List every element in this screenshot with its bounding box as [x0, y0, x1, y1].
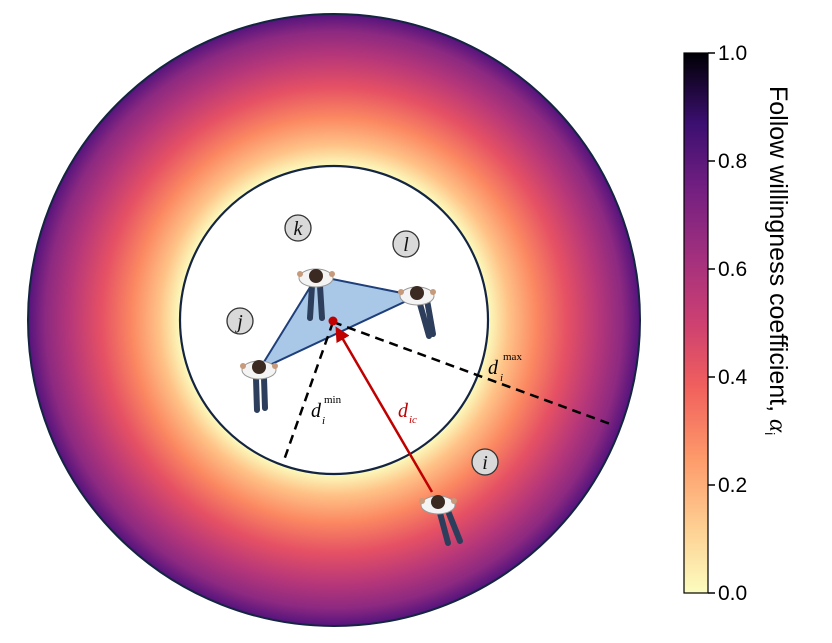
d-max-label: d i max	[488, 351, 522, 384]
colorbar-title-symbol-sub: i	[762, 432, 778, 435]
agent-label-l: l	[392, 230, 420, 258]
pedestrian-i-icon	[419, 495, 463, 546]
d-min-sub: i	[322, 415, 325, 427]
colorbar-title-text: Follow willingness coefficient,	[764, 86, 792, 419]
colorbar-title-symbol: α	[764, 419, 791, 433]
d-max-base: d	[488, 357, 499, 379]
colorbar-title: Follow willingness coefficient, αi	[762, 86, 792, 435]
agent-label-i: i	[471, 448, 499, 476]
d-min-label: d i min	[311, 394, 342, 427]
colorbar-gradient	[683, 52, 709, 594]
colorbar-tick-label: 0.2	[718, 474, 747, 497]
pedestrian-l-icon	[398, 286, 436, 339]
agent-i-text: i	[482, 452, 488, 474]
agent-k-text: k	[294, 218, 304, 240]
colorbar-tick-label: 0.8	[718, 150, 747, 173]
colorbar-tick-label: 1.0	[718, 42, 747, 65]
group-centroid	[328, 316, 338, 326]
d-min-base: d	[311, 400, 322, 422]
d-ic-arrow	[335, 326, 434, 493]
pedestrian-k-icon	[297, 268, 335, 321]
agent-label-k: k	[284, 214, 312, 242]
d-max-line	[332, 320, 614, 427]
d-ic-label: d ic	[398, 400, 417, 426]
svg-text:Follow willingness coefficient: Follow willingness coefficient, αi	[762, 86, 792, 435]
d-ic-base: d	[398, 400, 409, 422]
colorbar-tick-label: 0.4	[718, 366, 748, 389]
d-ic-sub: ic	[409, 414, 417, 426]
colorbar-ticks: 0.0 0.2 0.4 0.6 0.8 1.0	[708, 42, 748, 605]
d-min-line	[281, 321, 335, 464]
d-max-sup: max	[503, 351, 522, 363]
colorbar-tick-label: 0.0	[718, 582, 747, 605]
pedestrian-j-icon	[240, 360, 278, 413]
d-min-sup: min	[324, 394, 342, 406]
colorbar-tick-label: 0.6	[718, 258, 747, 281]
agent-l-text: l	[403, 234, 409, 256]
agent-j-text: j	[234, 311, 243, 333]
d-max-sub: i	[500, 372, 503, 384]
agent-label-j: j	[226, 307, 254, 335]
colorbar: 0.0 0.2 0.4 0.6 0.8 1.0 Follow willingness co…	[683, 42, 792, 605]
